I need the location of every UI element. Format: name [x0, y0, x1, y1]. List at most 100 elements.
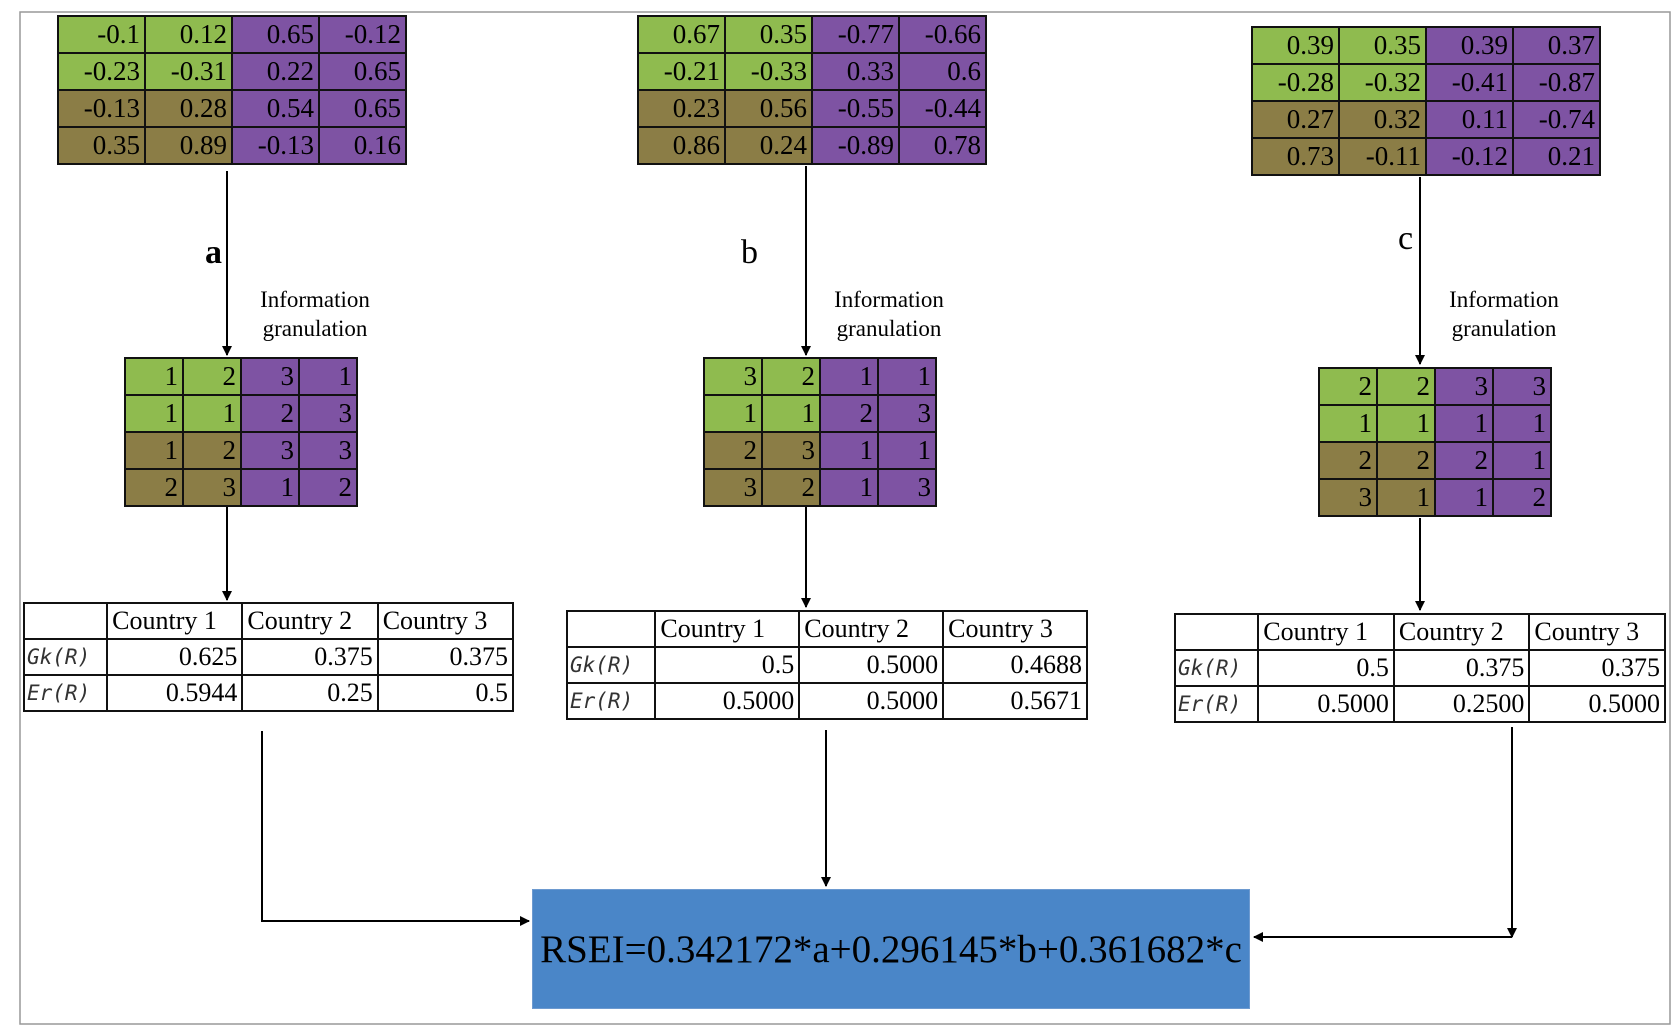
- gran-matrix-cell: 1: [1434, 478, 1494, 517]
- result-value-cell: 0.5000: [1528, 685, 1666, 723]
- result-value-cell: 0.375: [241, 638, 379, 676]
- raw-matrix-cell: 0.21: [1512, 137, 1601, 176]
- raw-matrix-cell: -0.21: [637, 52, 726, 91]
- gran-matrix-cell: 1: [182, 394, 242, 433]
- result-corner-cell: [22, 602, 109, 640]
- result-column-header: Country 3: [1528, 613, 1666, 651]
- gran-matrix-cell: 3: [877, 468, 937, 507]
- result-value-cell: 0.5000: [798, 646, 945, 684]
- gran-matrix-cell: 2: [761, 357, 821, 396]
- result-value-cell: 0.5000: [798, 682, 945, 720]
- gran-matrix-cell: 2: [124, 468, 184, 507]
- raw-matrix-cell: 0.73: [1251, 137, 1340, 176]
- gran-matrix-cell: 2: [761, 468, 821, 507]
- gran-matrix-cell: 2: [240, 394, 300, 433]
- raw-matrix-cell: -0.12: [318, 15, 407, 54]
- gran-matrix-cell: 1: [1376, 478, 1436, 517]
- gran-matrix-cell: 1: [819, 357, 879, 396]
- result-value-cell: 0.625: [106, 638, 244, 676]
- gran-matrix-cell: 3: [298, 431, 358, 470]
- arrow-a-table-to-formula: [261, 731, 530, 926]
- gran-matrix-cell: 1: [1318, 404, 1378, 443]
- gran-matrix-cell: 2: [819, 394, 879, 433]
- gran-matrix-cell: 3: [761, 431, 821, 470]
- result-column-header: Country 1: [654, 610, 801, 648]
- gran-matrix-cell: 1: [761, 394, 821, 433]
- result-value-cell: 0.375: [376, 638, 515, 676]
- raw-matrix-cell: 0.23: [637, 89, 726, 128]
- raw-matrix-cell: 0.67: [637, 15, 726, 54]
- raw-matrix-cell: -0.31: [144, 52, 233, 91]
- granulation-label-line2: granulation: [262, 316, 368, 341]
- gran-matrix-cell: 3: [298, 394, 358, 433]
- gran-matrix-cell: 1: [819, 468, 879, 507]
- raw-matrix-cell: -0.66: [898, 15, 987, 54]
- result-row-label: Er(R): [565, 682, 657, 720]
- gran-matrix-cell: 2: [182, 431, 242, 470]
- gran-matrix-cell: 2: [298, 468, 358, 507]
- raw-matrix-cell: 0.11: [1425, 100, 1514, 139]
- raw-matrix-cell: 0.78: [898, 126, 987, 165]
- gran-matrix-cell: 3: [1318, 478, 1378, 517]
- gran-matrix-cell: 1: [124, 431, 184, 470]
- gran-matrix-cell: 2: [1376, 367, 1436, 406]
- result-value-cell: 0.25: [241, 674, 379, 712]
- gran-matrix-cell: 3: [182, 468, 242, 507]
- raw-matrix-cell: 0.22: [231, 52, 320, 91]
- result-value-cell: 0.5000: [1257, 685, 1395, 723]
- raw-matrix-cell: -0.11: [1338, 137, 1427, 176]
- granulation-label-line2: granulation: [1451, 316, 1557, 341]
- raw-matrix-cell: -0.28: [1251, 63, 1340, 102]
- result-corner-cell: [1173, 613, 1260, 651]
- granulation-label-a: Information granulation: [235, 285, 395, 343]
- result-value-cell: 0.5944: [106, 674, 244, 712]
- panel-letter-c: c: [1398, 220, 1414, 257]
- gran-matrix-cell: 1: [124, 394, 184, 433]
- result-column-header: Country 2: [798, 610, 945, 648]
- gran-matrix-cell: 1: [1492, 404, 1552, 443]
- gran-matrix-cell: 2: [1434, 441, 1494, 480]
- granulation-label-c: Information granulation: [1424, 285, 1584, 343]
- raw-matrix-cell: 0.39: [1251, 26, 1340, 65]
- raw-matrix-cell: -0.12: [1425, 137, 1514, 176]
- outer-frame: [19, 11, 1671, 1025]
- result-value-cell: 0.5000: [654, 682, 801, 720]
- raw-matrix-cell: 0.12: [144, 15, 233, 54]
- result-corner-cell: [565, 610, 657, 648]
- gran-matrix-cell: 1: [240, 468, 300, 507]
- gran-matrix-cell: 2: [1376, 441, 1436, 480]
- raw-matrix-cell: -0.87: [1512, 63, 1601, 102]
- rsei-formula-box: RSEI=0.342172*a+0.296145*b+0.361682*c: [532, 889, 1250, 1009]
- granulation-label-line1: Information: [834, 287, 944, 312]
- rsei-formula-text: RSEI=0.342172*a+0.296145*b+0.361682*c: [540, 927, 1242, 971]
- raw-matrix-cell: -0.23: [57, 52, 146, 91]
- raw-matrix-cell: 0.27: [1251, 100, 1340, 139]
- raw-matrix-cell: -0.55: [811, 89, 900, 128]
- result-column-header: Country 1: [106, 602, 244, 640]
- result-value-cell: 0.4688: [942, 646, 1088, 684]
- result-column-header: Country 3: [942, 610, 1088, 648]
- gran-matrix-cell: 1: [298, 357, 358, 396]
- raw-matrix-cell: -0.44: [898, 89, 987, 128]
- result-column-header: Country 1: [1257, 613, 1395, 651]
- raw-matrix-cell: 0.89: [144, 126, 233, 165]
- gran-matrix-cell: 3: [240, 357, 300, 396]
- gran-matrix-cell: 1: [877, 357, 937, 396]
